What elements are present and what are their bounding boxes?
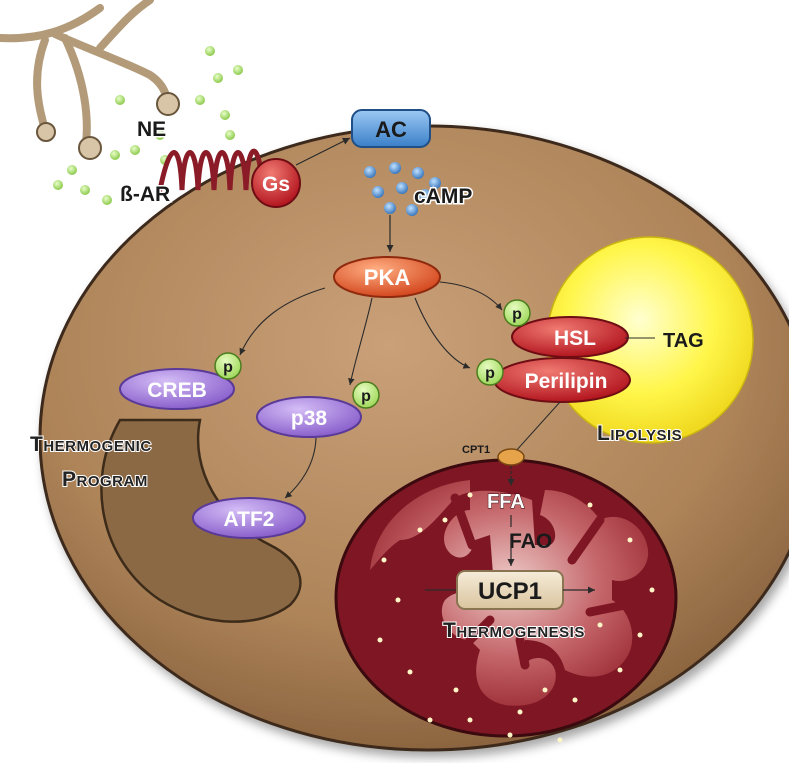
lipolysis-label: Lipolysis xyxy=(597,422,682,445)
pka-label: PKA xyxy=(364,265,411,290)
hsl-p-label: p xyxy=(512,306,522,323)
beta-ar-label: ß-AR xyxy=(120,183,170,206)
creb-node xyxy=(119,368,235,410)
gs-protein xyxy=(251,158,301,208)
perilipin-p-label: p xyxy=(485,365,495,382)
perilipin-phospho xyxy=(476,358,504,386)
camp-molecules xyxy=(364,162,441,216)
atf2-label: ATF2 xyxy=(224,508,275,531)
fao-label: FAO xyxy=(509,530,552,553)
gs-label: Gs xyxy=(262,173,290,196)
ne-label: NE xyxy=(137,118,166,141)
ne-molecules xyxy=(53,46,243,205)
perilipin-label: Perilipin xyxy=(525,370,608,393)
p38-node xyxy=(256,396,362,438)
creb-phospho xyxy=(214,352,242,380)
creb-label: CREB xyxy=(147,379,207,402)
p38-p-label: p xyxy=(361,388,371,405)
thermogenic-program-line1: Thermogenic xyxy=(30,433,152,456)
p38-label: p38 xyxy=(291,407,328,430)
thermogenic-program-line2: Program xyxy=(62,468,148,491)
hsl-label: HSL xyxy=(554,327,596,350)
ffa-label: FFA xyxy=(487,491,525,513)
pka-node xyxy=(333,256,441,298)
creb-p-label: p xyxy=(223,359,233,376)
cpt1-label: CPT1 xyxy=(462,444,490,456)
thermogenesis-label: Thermogenesis xyxy=(443,619,585,642)
atf2-node xyxy=(192,497,306,539)
hsl-node xyxy=(511,316,629,358)
hsl-phospho xyxy=(503,299,531,327)
tag-label: TAG xyxy=(663,330,704,352)
beta-adrenergic-receptor xyxy=(157,148,265,193)
ucp1-label: UCP1 xyxy=(478,578,542,605)
camp-label: cAMP xyxy=(414,185,472,208)
cpt1-transporter xyxy=(497,448,525,466)
ac-label: AC xyxy=(375,117,407,142)
adenylyl-cyclase xyxy=(351,109,431,148)
p38-phospho xyxy=(352,381,380,409)
